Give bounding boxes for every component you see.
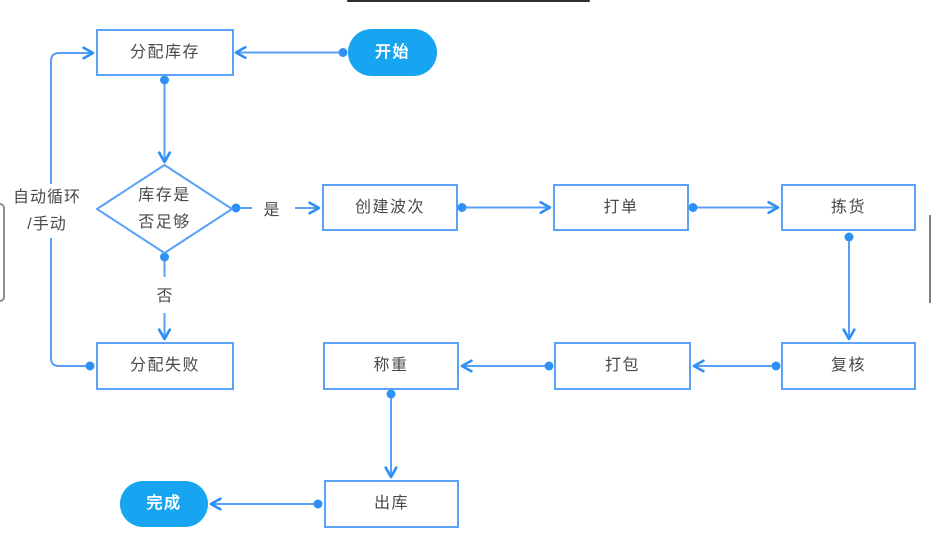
node-pack[interactable]: 打包 [554, 342, 691, 390]
node-finish[interactable]: 完成 [120, 481, 208, 527]
edge-allocate-to-check[interactable] [157, 75, 172, 164]
right-edge-cutoff-shape [929, 215, 931, 303]
edge-weigh-to-outbound[interactable] [384, 389, 398, 479]
edge-check-yes-to-wave[interactable] [231, 201, 321, 215]
auto-loop-line2: /手动 [27, 216, 67, 233]
node-check-stock-label[interactable]: 库存是 否足够 [114, 181, 215, 237]
edge-outbound-to-finish[interactable] [209, 497, 323, 511]
decision-diamond-shape[interactable] [96, 164, 233, 254]
edge-label-yes[interactable]: 是 [257, 195, 287, 221]
node-print-order[interactable]: 打单 [553, 184, 689, 231]
edge-start-to-allocate[interactable] [234, 45, 348, 60]
check-stock-line1: 库存是 [138, 187, 191, 204]
edge-pack-to-weigh[interactable] [460, 359, 554, 373]
edge-review-to-pack[interactable] [692, 359, 781, 373]
check-stock-line2: 否足够 [138, 214, 191, 231]
top-edge-cutoff-bar [347, 0, 590, 2]
node-weigh[interactable]: 称重 [323, 342, 459, 390]
edge-check-no-to-fail[interactable] [157, 252, 172, 341]
node-pick-goods[interactable]: 拣货 [781, 184, 916, 231]
edge-print-to-pick[interactable] [688, 200, 780, 215]
left-edge-cutoff-shape [0, 203, 5, 302]
edge-wave-to-print[interactable] [457, 200, 552, 215]
node-review[interactable]: 复核 [781, 342, 916, 390]
auto-loop-line1: 自动循环 [12, 189, 81, 206]
edge-label-auto-loop[interactable]: 自动循环 /手动 [5, 184, 89, 238]
node-start[interactable]: 开始 [348, 29, 437, 76]
node-allocate-inventory[interactable]: 分配库存 [96, 29, 234, 76]
edge-pick-to-review[interactable] [842, 232, 856, 341]
node-create-wave[interactable]: 创建波次 [322, 184, 458, 231]
node-outbound[interactable]: 出库 [324, 480, 459, 528]
edge-label-no[interactable]: 否 [150, 281, 180, 307]
node-allocate-fail[interactable]: 分配失败 [96, 342, 234, 390]
